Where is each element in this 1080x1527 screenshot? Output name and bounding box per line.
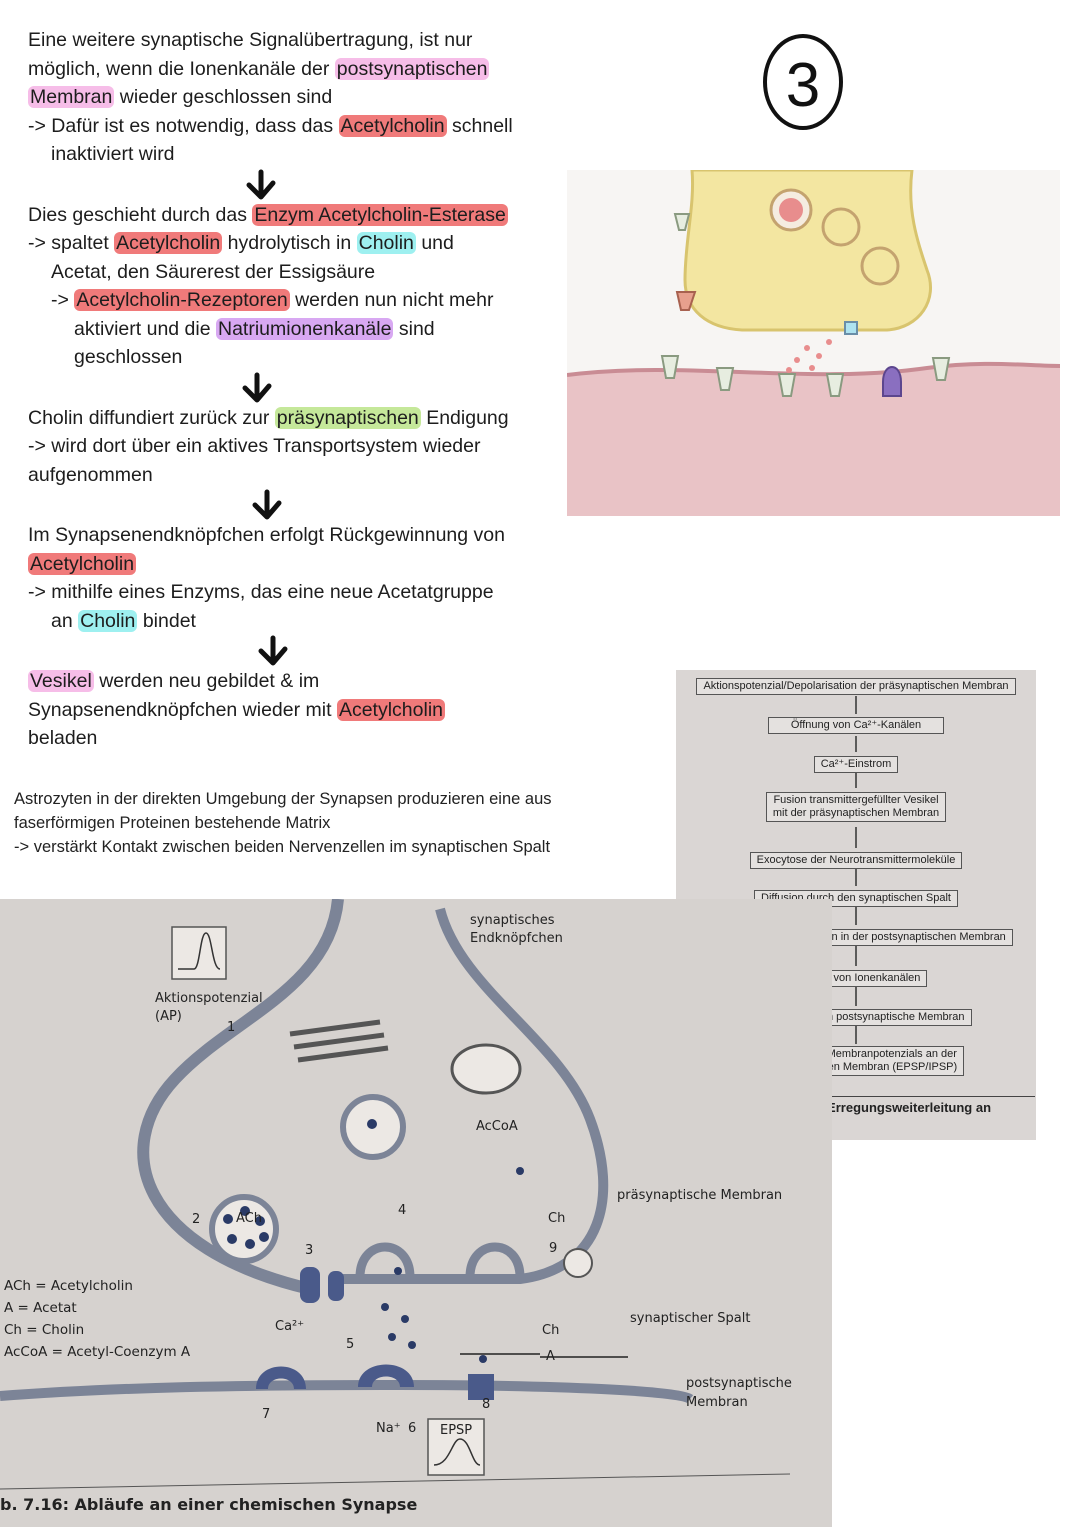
flow-step: Öffnung von Ca²⁺-Kanälen — [676, 715, 1036, 734]
flow-step: Aktionspotenzial/Depolarisation der präs… — [676, 676, 1036, 695]
highlight-pink: Vesikel — [28, 670, 94, 692]
note-line: -> verstärkt Kontakt zwischen beiden Ner… — [14, 838, 551, 856]
knob-label: synaptisches — [470, 913, 555, 928]
flow-step: Ca²⁺-Einstrom — [676, 754, 1036, 773]
legend-item: ACh = Acetylcholin — [4, 1278, 133, 1294]
down-arrow-icon — [28, 635, 568, 667]
note-line: inaktiviert wird — [51, 143, 175, 165]
step-number: 7 — [262, 1407, 271, 1422]
figure-caption: b. 7.16: Abläufe an einer chemischen Syn… — [0, 1495, 418, 1514]
note-line: beladen — [28, 727, 98, 749]
step-number: 9 — [549, 1241, 558, 1256]
knob-label: Endknöpfchen — [470, 931, 563, 946]
notes: Eine weitere synaptische Signalübertragu… — [28, 26, 568, 753]
note-line: Astrozyten in der direkten Umgebung der … — [14, 790, 552, 808]
step-number: 1 — [227, 1020, 236, 1035]
note-line: Eine weitere synaptische Signalübertragu… — [28, 29, 473, 51]
note-line: -> Acetylcholin-Rezeptoren werden nun ni… — [51, 289, 494, 311]
note-line: möglich, wenn die Ionenkanäle der postsy… — [28, 57, 490, 80]
acetate-label: A — [546, 1349, 555, 1364]
step-number: 4 — [398, 1203, 407, 1218]
highlight-cyan: Cholin — [356, 232, 416, 254]
highlight-cyan: Cholin — [78, 609, 138, 632]
caption-rule — [683, 1096, 1035, 1097]
highlight-red: Acetylcholin-Rezeptoren — [74, 289, 290, 311]
down-arrow-icon — [28, 169, 568, 201]
note-line: Dies geschieht durch das Enzym Acetylcho… — [28, 203, 508, 226]
note-line: -> mithilfe eines Enzyms, das eine neue … — [28, 581, 494, 603]
abbreviation-legend: ACh = Acetylcholin A = Acetat Ch = Choli… — [4, 1275, 190, 1363]
note-block-4: Im Synapsenendknöpfchen erfolgt Rückgewi… — [28, 521, 568, 635]
step-number: 8 — [482, 1397, 491, 1412]
choline-label: Ch — [542, 1323, 560, 1338]
legend-item: A = Acetat — [4, 1300, 77, 1316]
flowchart-arrows — [855, 696, 857, 1044]
note-line: Im Synapsenendknöpfchen erfolgt Rückgewi… — [28, 524, 505, 546]
note-line: geschlossen — [74, 346, 183, 368]
page-number: 3 — [786, 51, 820, 120]
note-line: -> wird dort über ein aktives Transports… — [28, 435, 481, 457]
epsp-label: EPSP — [440, 1423, 473, 1438]
sodium-label: Na⁺ — [376, 1421, 401, 1436]
note-line: Acetylcholin — [28, 550, 568, 579]
synapse-illustration — [567, 170, 1060, 516]
highlight-pink: Membran — [28, 86, 115, 108]
note-line: an Cholin bindet — [51, 609, 196, 632]
legend-item: Ch = Cholin — [4, 1322, 85, 1338]
note-line: faserförmigen Proteinen bestehende Matri… — [14, 814, 331, 832]
highlight-pink: postsynaptischen — [334, 57, 490, 80]
note-line: Membran wieder geschlossen sind — [28, 86, 333, 108]
synapse-diagram: Aktionspotenzial (AP) synaptisches Endkn… — [0, 899, 832, 1527]
highlight-red: Enzym Acetylcholin-Esterase — [252, 203, 508, 226]
note-line: -> Dafür ist es notwendig, dass das Acet… — [28, 114, 513, 137]
note-line: aufgenommen — [28, 463, 153, 486]
note-line: -> spaltet Acetylcholin hydrolytisch in … — [28, 232, 454, 254]
note-line: Acetat, den Säurerest der Essigsäure — [51, 260, 376, 283]
note-line: Synapsenendknöpfchen wieder mit Acetylch… — [28, 698, 446, 721]
note-block-3: Cholin diffundiert zurück zur präsynapti… — [28, 404, 568, 490]
ap-label: Aktionspotenzial — [155, 991, 263, 1006]
postsynaptic-label: Membran — [686, 1395, 748, 1410]
note-block-5: Vesikel werden neu gebildet & im Synapse… — [28, 667, 568, 753]
cleft-label: synaptischer Spalt — [630, 1311, 751, 1326]
down-arrow-icon — [28, 489, 568, 521]
note-line: Cholin diffundiert zurück zur präsynapti… — [28, 406, 509, 429]
step-number: 2 — [192, 1212, 201, 1227]
note-block-1: Eine weitere synaptische Signalübertragu… — [28, 26, 568, 169]
synapse-drawing — [0, 899, 791, 1490]
postsynaptic-label: postsynaptische — [686, 1376, 792, 1391]
highlight-red: Acetylcholin — [336, 698, 446, 721]
legend-item: AcCoA = Acetyl-Coenzym A — [4, 1344, 191, 1360]
highlight-red: Acetylcholin — [338, 114, 447, 137]
step-number: 3 — [305, 1243, 314, 1258]
highlight-red: Acetylcholin — [28, 552, 137, 575]
ach-label: ACh — [236, 1211, 262, 1226]
highlight-green: präsynaptischen — [274, 406, 421, 429]
note-block-2: Dies geschieht durch das Enzym Acetylcho… — [28, 201, 568, 372]
down-arrow-icon — [28, 372, 568, 404]
note-line: aktiviert und die Natriumionenkanäle sin… — [74, 317, 435, 340]
highlight-red: Acetylcholin — [114, 232, 223, 254]
ap-label: (AP) — [155, 1009, 182, 1024]
highlight-violet: Natriumionenkanäle — [216, 317, 394, 340]
note-line: Vesikel werden neu gebildet & im — [28, 670, 320, 692]
step-number: 6 — [408, 1421, 417, 1436]
flow-step: Exocytose der Neurotransmittermoleküle — [676, 850, 1036, 869]
presynaptic-label: präsynaptische Membran — [617, 1188, 783, 1203]
accoa-label: AcCoA — [476, 1119, 518, 1134]
astrocyte-note: Astrozyten in der direkten Umgebung der … — [14, 787, 654, 859]
calcium-label: Ca²⁺ — [275, 1319, 305, 1334]
step-number: 5 — [346, 1337, 355, 1352]
choline-label: Ch — [548, 1211, 566, 1226]
page-number-circle: 3 — [763, 34, 843, 130]
